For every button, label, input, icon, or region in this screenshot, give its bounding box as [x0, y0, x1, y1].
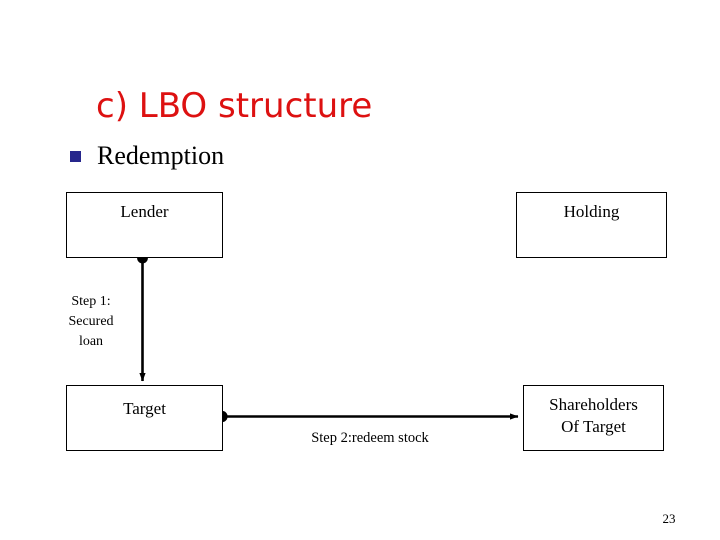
edge-label-step2: Step 2:redeem stock — [311, 430, 429, 446]
diagram-node-lender-label: Lender — [120, 202, 169, 221]
diagram-node-target-label: Target — [123, 399, 166, 418]
diagram-node-lender[interactable]: Lender — [66, 192, 223, 258]
square-bullet-icon — [70, 150, 81, 162]
page-number: 23 — [662, 511, 676, 526]
bullet-item-label: Redemption — [97, 141, 225, 170]
edge-label-step1: Step 1: Secured loan — [68, 294, 114, 349]
page-title: c) LBO structure — [96, 86, 373, 126]
diagram-node-holding-label: Holding — [563, 202, 620, 221]
bullet-list-item: Redemption — [70, 141, 224, 171]
diagram-node-holding[interactable]: Holding — [516, 192, 667, 258]
diagram-node-shareholders[interactable]: Shareholders Of Target — [523, 385, 664, 451]
diagram-node-shareholders-label: Shareholders Of Target — [549, 395, 638, 436]
diagram-node-target[interactable]: Target — [66, 385, 223, 451]
